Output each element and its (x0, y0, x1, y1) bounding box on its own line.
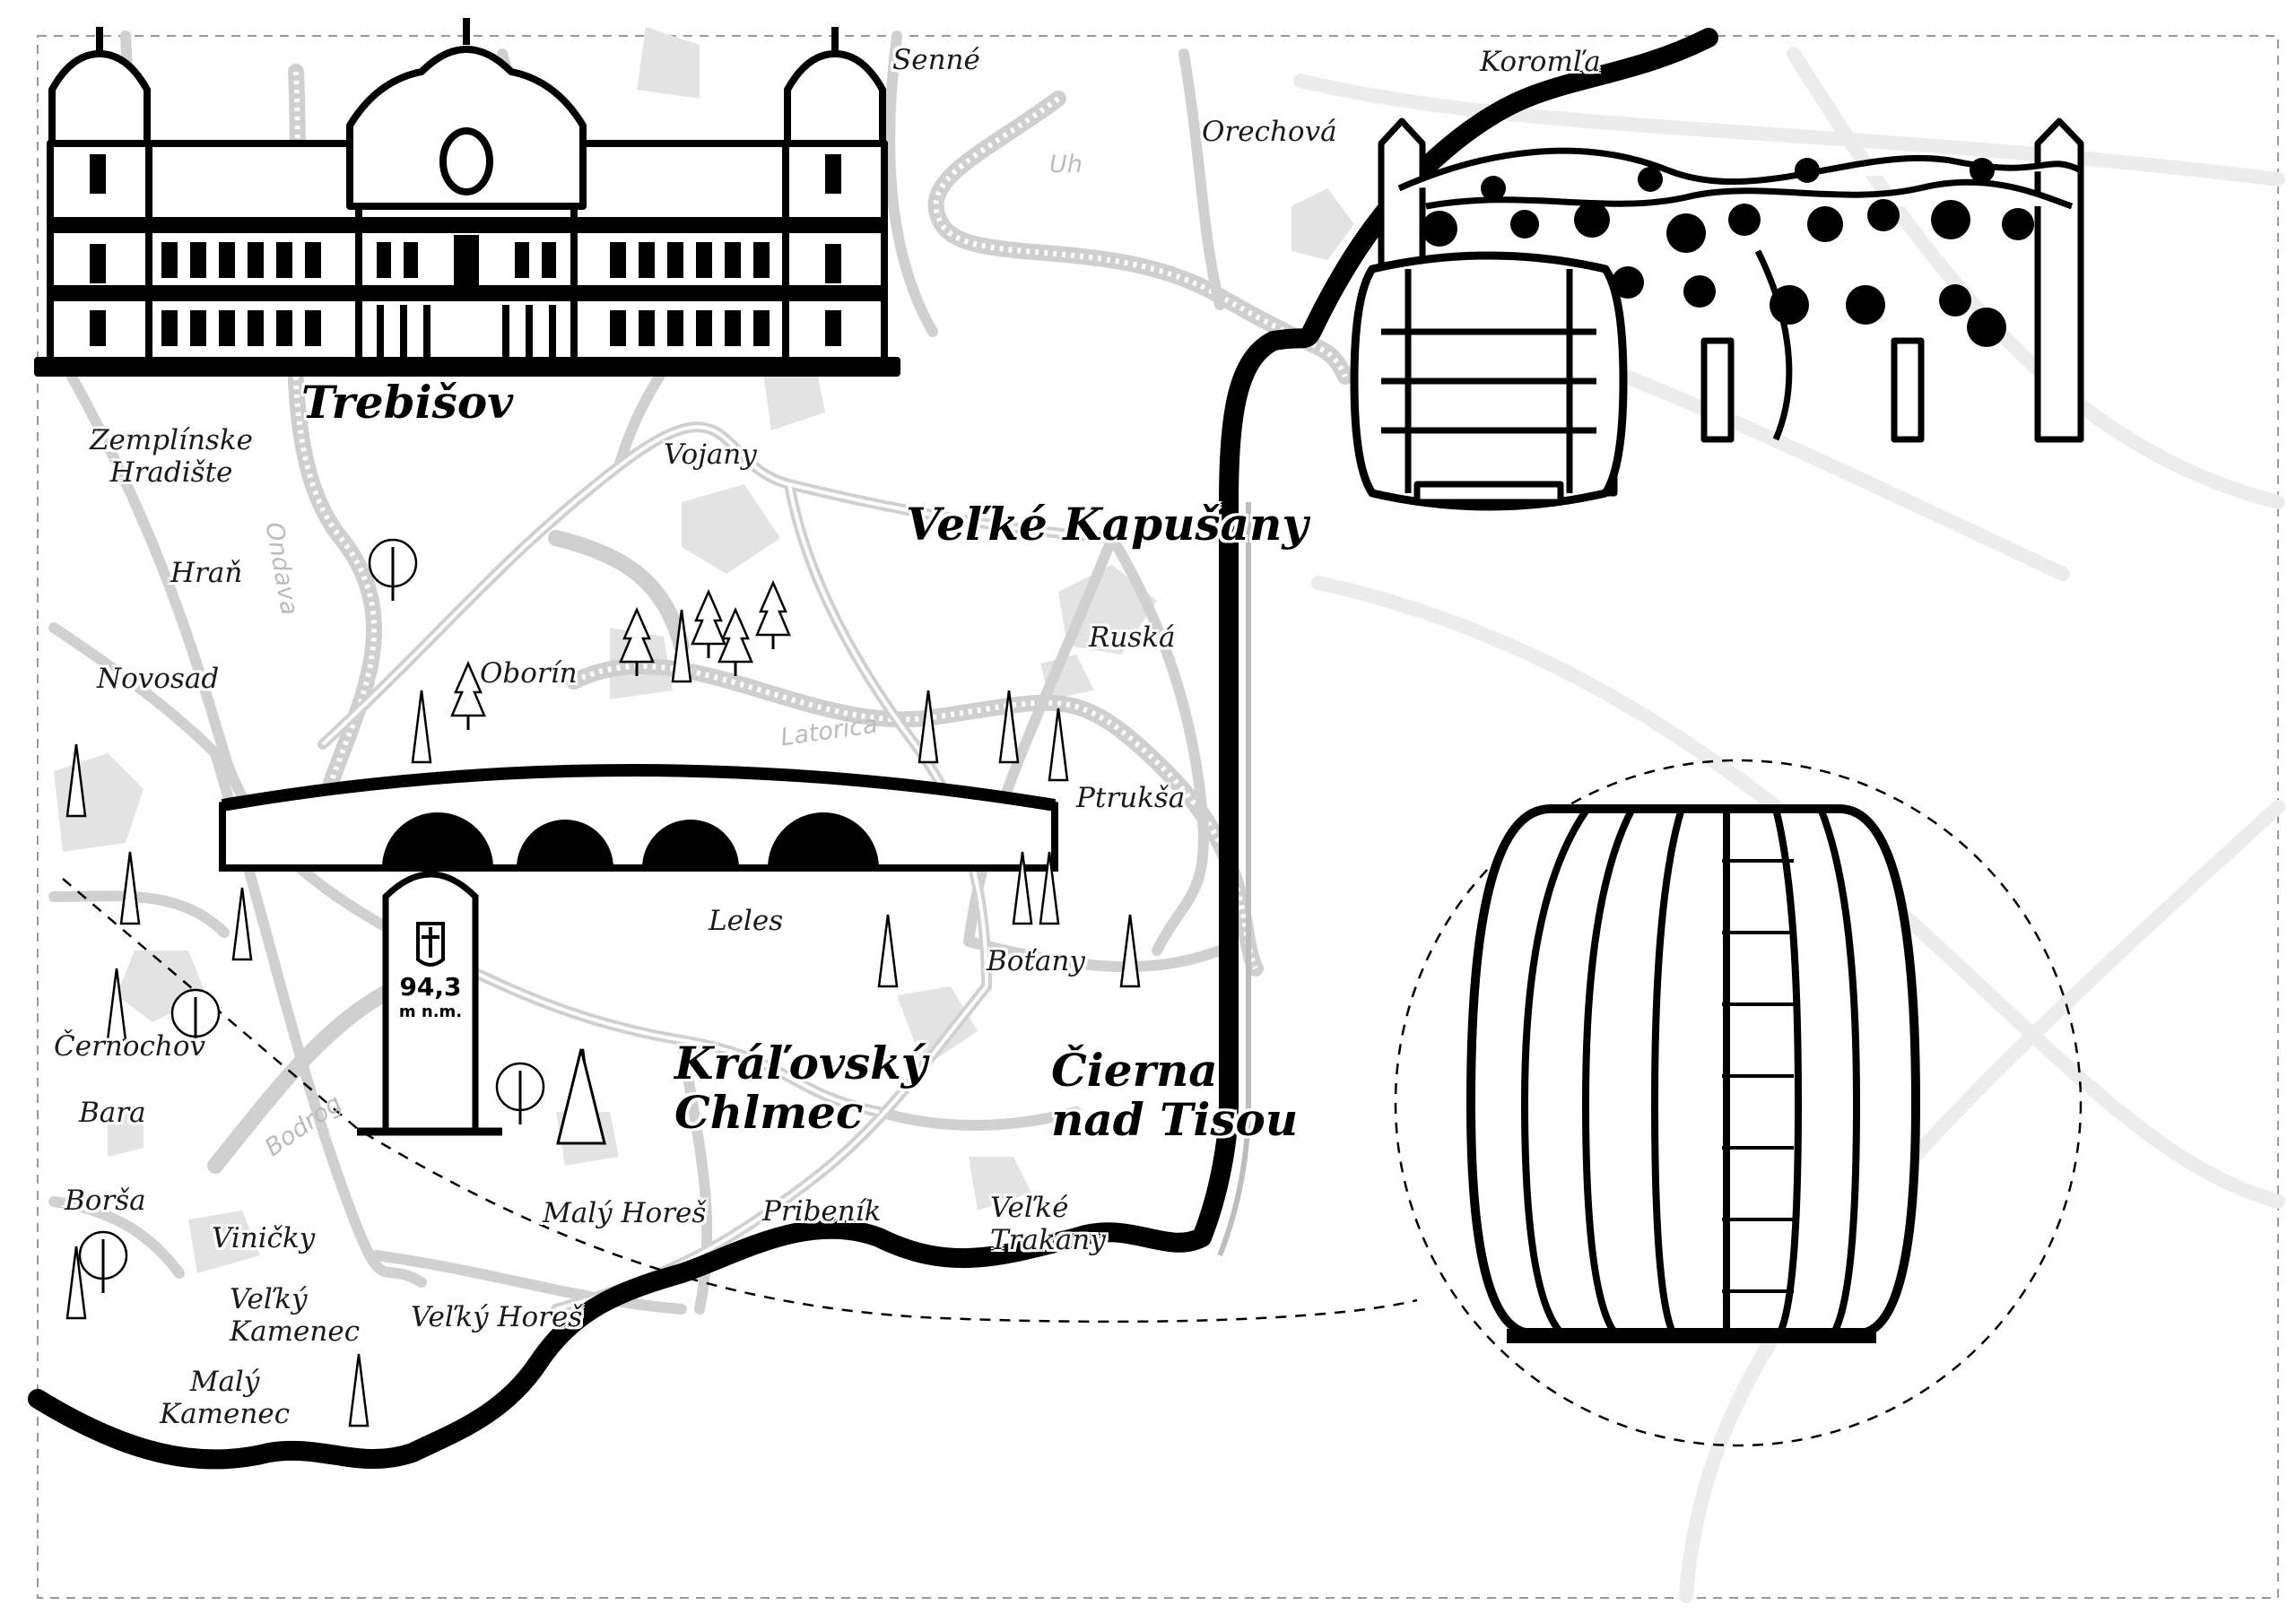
state-border (28, 28, 1718, 1470)
village-label-oborin: Oborín (480, 657, 578, 690)
village-label-maly-kamenec: Malý Kamenec (160, 1366, 291, 1430)
tree-icon (231, 886, 253, 961)
village-label-velky-kamenec: Veľký Kamenec (230, 1283, 361, 1348)
village-label-vinicky: Viničky (212, 1222, 316, 1254)
tree-icon (348, 1352, 370, 1428)
village-label-botany: Boťany (987, 945, 1085, 977)
trees (65, 538, 1141, 1428)
village-label-ruska: Ruská (1089, 621, 1176, 654)
city-label-velke-kapusany: Veľké Kapušany (906, 498, 1309, 551)
city-label-cierna-nad-tisou: Čierna nad Tisou (1051, 1044, 1299, 1146)
settlement-areas (54, 27, 1354, 1273)
village-label-maly-hores: Malý Horeš (543, 1197, 707, 1229)
tree-icon (1119, 913, 1141, 988)
village-label-bara: Bara (79, 1097, 146, 1129)
castle-windows (90, 154, 841, 364)
village-label-pribenik: Pribeník (762, 1195, 882, 1228)
tree-icon (877, 913, 899, 988)
tree-icon (106, 967, 127, 1042)
city-label-trebisov: Trebišov (301, 376, 514, 429)
dashed-leader-lines (62, 759, 2083, 1447)
village-label-novosad: Novosad (97, 663, 220, 695)
lookout-tower-barrel-icon (1466, 803, 1920, 1343)
village-label-zemplinske-hradiste: Zemplínske Hradište (90, 424, 253, 489)
village-label-leles: Leles (709, 905, 784, 937)
elevation-value: 94,3 (399, 972, 462, 1002)
tree-icon (691, 590, 726, 660)
elevation-unit: m n.m. (398, 1002, 463, 1021)
village-label-vojany: Vojany (664, 438, 757, 471)
bridge-icon (219, 764, 1058, 872)
village-label-koromla: Koromľa (1480, 46, 1601, 78)
tree-icon (411, 689, 432, 764)
village-label-ptruksa: Ptrukša (1076, 782, 1186, 814)
river-label-uh: Uh (1049, 151, 1083, 178)
tree-icon (119, 850, 141, 925)
city-label-kralovsky-chlmec: Kráľovský Chlmec (674, 1037, 927, 1139)
tree-icon (78, 1230, 128, 1295)
tree-icon (1048, 707, 1069, 782)
vineyard-barrel-icon (1350, 117, 2084, 511)
page-border (37, 35, 2279, 1599)
tree-icon (755, 581, 791, 651)
tree-icon (495, 1062, 545, 1126)
grape-clusters (1422, 158, 2034, 347)
village-label-senne: Senné (892, 44, 980, 76)
village-label-orechova: Orechová (1202, 116, 1337, 148)
village-label-cernochov: Černochov (54, 1030, 206, 1063)
village-label-velke-trakany: Veľké Trakany (990, 1192, 1106, 1256)
tree-icon (556, 1048, 606, 1145)
village-label-hran: Hraň (170, 557, 243, 589)
elevation-pillar-icon (357, 871, 502, 1136)
village-label-borsa: Borša (65, 1185, 146, 1217)
village-label-velky-hores: Veľký Horeš (411, 1301, 583, 1333)
